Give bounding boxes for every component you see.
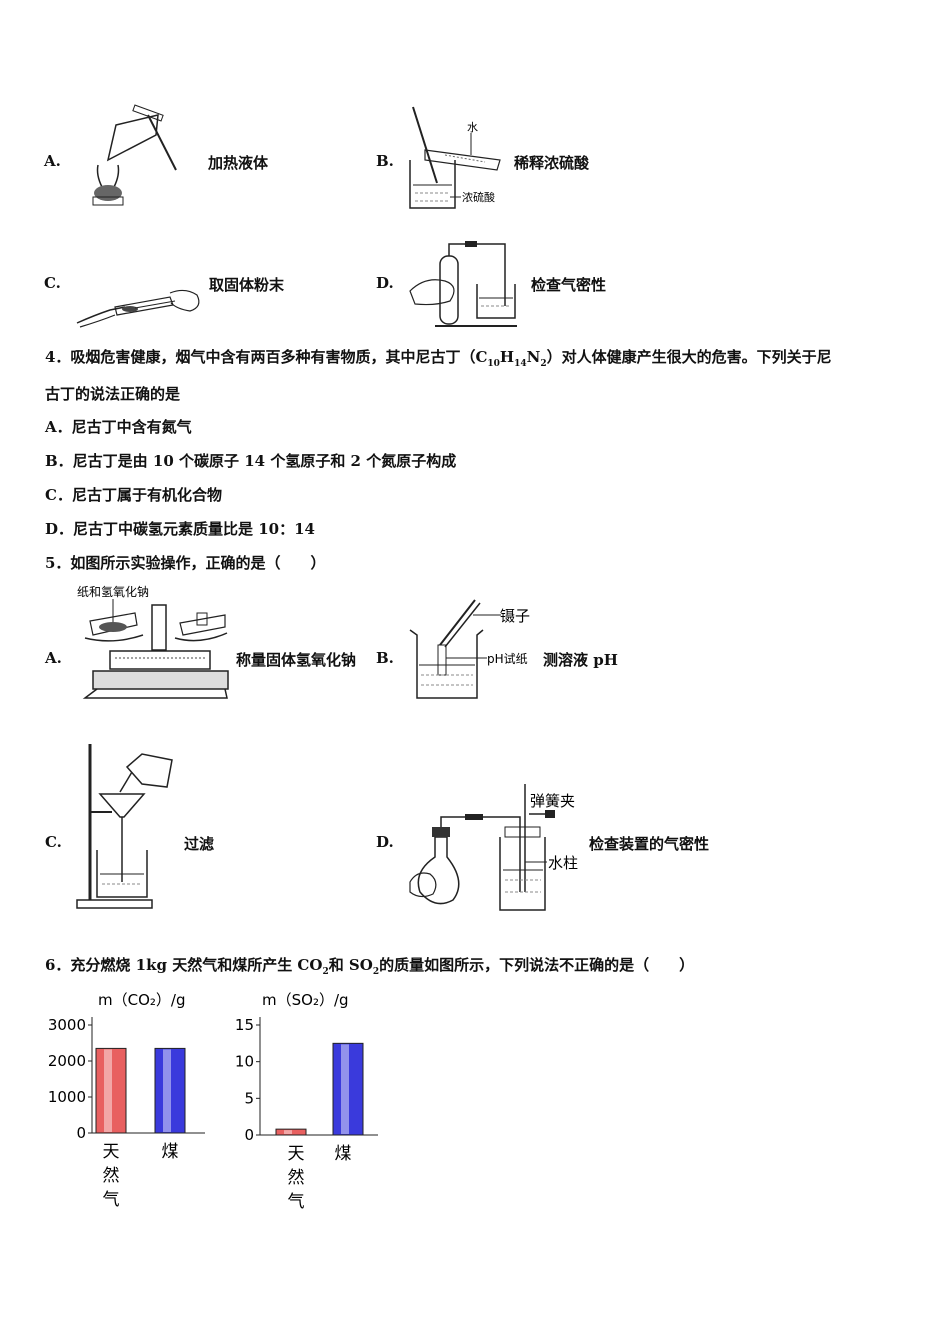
q4-formula-h-count: 14 [514,359,527,369]
q4-option-a: A．尼古丁中含有氮气 [45,418,192,436]
q5-option-a-label: 称量固体氢氧化钠 [236,651,357,669]
q5-option-a-letter: A. [45,649,62,667]
q5-stem: 5．如图所示实验操作，正确的是（ ） [45,554,326,572]
x-category-label: 煤 [162,1142,179,1162]
q3-d-airtight-check-figure [409,241,517,327]
bar-0 [275,1128,307,1136]
q5-option-b-letter: B. [376,649,394,667]
q5-b-ph-test-figure: 镊子 pH试纸 [409,599,530,699]
q6-stem-sub1: 2 [322,967,329,977]
q3-option-d-label: 检查气密性 [531,276,607,294]
q3-option-b-letter: B. [376,152,394,170]
q5-d-airtight-figure: 弹簧夹 水柱 [409,784,578,911]
x-category-label-char: 然 [288,1168,305,1188]
y-tick-label: 1000 [48,1088,86,1106]
x-category-label-char: 然 [103,1166,120,1186]
y-tick-label: 5 [244,1089,254,1107]
q4-stem-part-b: ）对人体健康产生很大的危害。下列关于尼 [546,348,832,366]
q4-formula-n-count: 2 [540,359,547,369]
q3-option-a-label: 加热液体 [208,154,269,172]
q3-b-water-label: 水 [467,121,478,134]
q4-option-d: D．尼古丁中碳氢元素质量比是 10：14 [45,520,315,538]
q3-a-heating-liquid-figure [92,104,177,206]
y-tick-label: 10 [235,1053,254,1071]
q5-option-c-letter: C. [45,833,62,851]
q4-formula-h: H [499,348,515,366]
q6-stem-part-b: 和 SO [328,956,373,974]
q4-stem-part-a: 4．吸烟危害健康，烟气中含有两百多种有害物质，其中尼古丁（C [45,348,488,366]
q5-a-balance-figure: 纸和氢氧化钠 [77,584,229,699]
bar-1 [154,1047,186,1134]
q6-stem-sub2: 2 [372,967,380,977]
q4-option-b: B．尼古丁是由 10 个碳原子 14 个氢原子和 2 个氮原子构成 [45,452,457,470]
q3-b-acid-label: 浓硫酸 [462,190,495,204]
x-category-label: 煤 [335,1144,352,1164]
q4-stem-line1: 4．吸烟危害健康，烟气中含有两百多种有害物质，其中尼古丁（C10H14N2）对人… [45,346,832,369]
q4-option-c: C．尼古丁属于有机化合物 [45,486,222,504]
q4-formula-c-count: 10 [487,359,500,369]
bar-highlight [163,1049,171,1132]
q6-stem: 6．充分燃烧 1kg 天然气和煤所产生 CO2和 SO2的质量如图所示，下列说法… [45,954,694,977]
q5-a-naoh-label: 纸和氢氧化钠 [77,584,149,599]
bar-highlight [284,1130,292,1134]
y-tick-label: 0 [244,1126,254,1144]
bar-highlight [341,1044,349,1134]
y-tick-label: 2000 [48,1052,86,1070]
q5-option-d-label: 检查装置的气密性 [589,835,710,853]
y-axis-label: m（CO₂）/g [98,991,185,1009]
q5-d-water-column-label: 水柱 [548,854,578,872]
x-category-label-char: 天 [103,1142,120,1162]
q5-c-filtration-figure [76,744,173,909]
q6-stem-part-a: 6．充分燃烧 1kg 天然气和煤所产生 CO [45,956,323,974]
bar-0 [95,1047,127,1134]
q3-c-powder-figure [76,289,200,328]
q5-option-d-letter: D. [376,833,394,851]
y-axis-label: m（SO₂）/g [262,991,349,1009]
q3-option-a-letter: A. [44,152,61,170]
q5-b-ph-paper-label: pH试纸 [487,651,528,666]
q3-option-c-letter: C. [44,274,61,292]
co2-bar-chart: m（CO₂）/g 0 1000 2000 3000 天然气 煤 [48,991,205,1210]
y-tick-label: 3000 [48,1016,86,1034]
bar-highlight [104,1049,112,1132]
x-category-label-char: 气 [103,1190,120,1210]
q4-stem-line2: 古丁的说法正确的是 [45,385,181,403]
x-category-label-char: 气 [288,1192,305,1212]
q3-b-dilute-acid-figure: 水 浓硫酸 [409,106,501,209]
x-category-label-char: 天 [288,1144,305,1164]
q5-option-c-label: 过滤 [184,835,215,853]
q5-option-b-label: 测溶液 pH [543,651,618,669]
y-tick-label: 0 [76,1124,86,1142]
so2-bar-chart: m（SO₂）/g 0 5 10 15 天然气 煤 [235,991,378,1212]
q3-option-c-label: 取固体粉末 [209,276,285,294]
q4-formula-n: N [526,348,541,366]
q6-stem-part-c: 的质量如图所示，下列说法不正确的是（ ） [379,956,695,974]
q5-b-tweezers-label: 镊子 [500,607,530,625]
q5-d-spring-clip-label: 弹簧夹 [530,792,575,810]
bar-1 [332,1042,364,1136]
q3-option-d-letter: D. [376,274,394,292]
q3-option-b-label: 稀释浓硫酸 [514,154,590,172]
y-tick-label: 15 [235,1016,254,1034]
